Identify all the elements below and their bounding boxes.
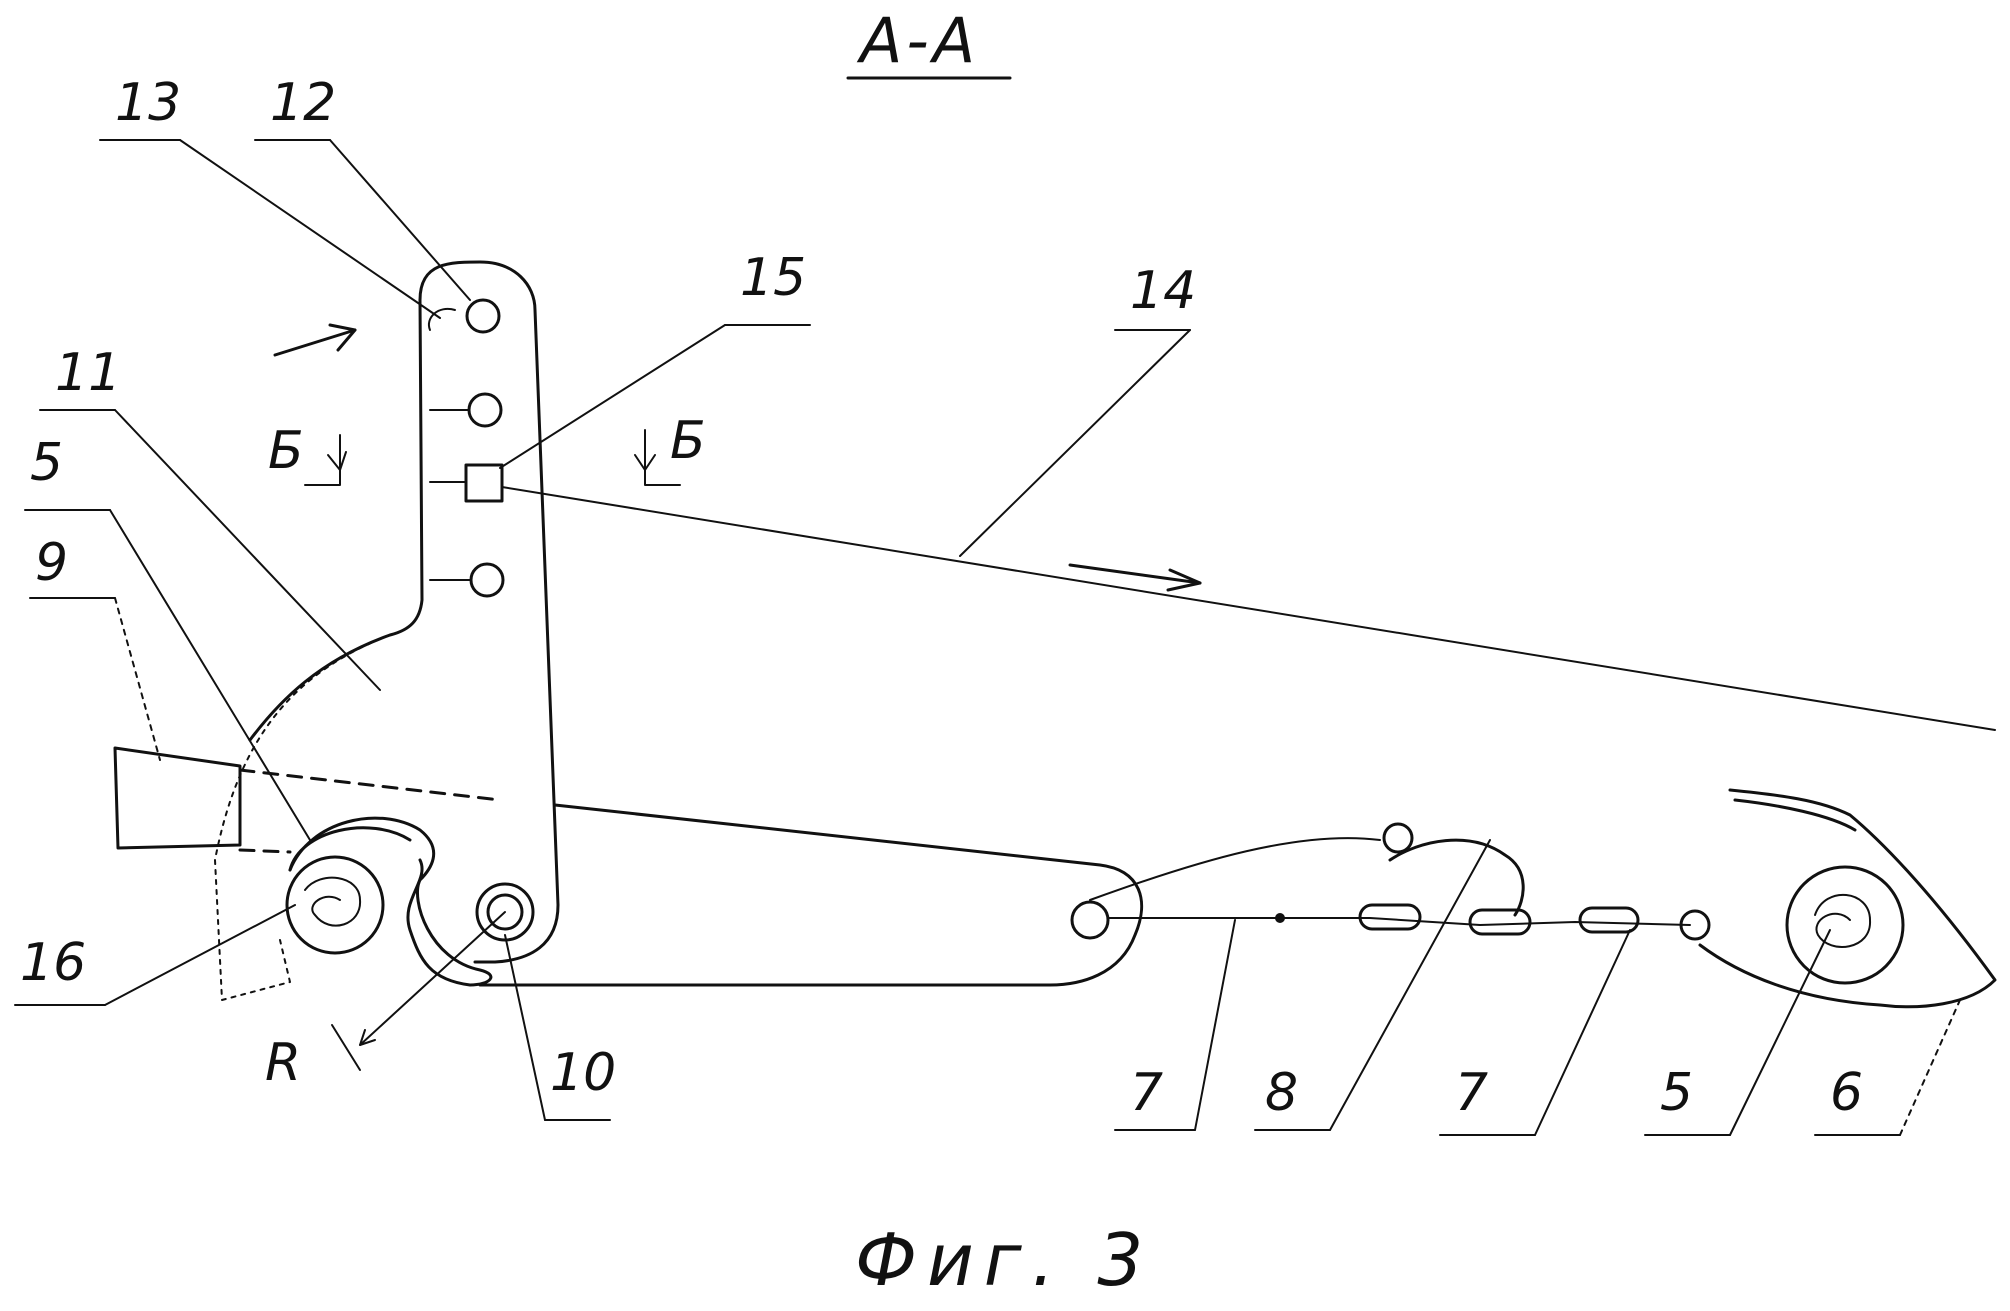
figure-caption: Фиг. 3 [855, 1218, 1153, 1302]
radius-arrow [359, 1029, 376, 1046]
block-9 [113, 746, 242, 850]
dashed-link-lower [238, 848, 292, 854]
spring-hook-8 [1388, 838, 1525, 917]
label-11: 11 [55, 343, 121, 403]
leader-7-right [1534, 929, 1631, 1136]
dashed-link [238, 768, 502, 802]
leader-9 [114, 597, 161, 761]
label-16: 16 [20, 933, 86, 993]
lower-arm [478, 803, 1144, 987]
leader-8 [1329, 839, 1491, 1131]
section-mark-b-left-line [304, 434, 341, 486]
leader-10 [504, 934, 546, 1121]
chain-7 [1107, 917, 1691, 926]
pivot-10-outer [475, 882, 535, 942]
section-mark-b-left: Б [268, 421, 304, 481]
roll-16-core [304, 876, 362, 927]
pin-12 [465, 298, 501, 334]
chain-end-ring [1679, 909, 1711, 941]
label-7-left: 7 [1130, 1063, 1163, 1123]
leader-12 [329, 139, 471, 301]
section-mark-b-right-arrow [634, 454, 656, 471]
label-5-right: 5 [1660, 1063, 1693, 1123]
radius-tick [331, 1024, 361, 1071]
chain-link-1 [1358, 903, 1422, 931]
hook-inner [288, 826, 412, 872]
chain-link-2 [1468, 908, 1532, 936]
hole-lower [469, 562, 505, 598]
cable-upper [1089, 837, 1381, 901]
leader-5-right [1729, 929, 1831, 1136]
section-mark-b-right-line [644, 429, 681, 486]
section-title: A-A [856, 4, 979, 77]
label-14: 14 [1130, 261, 1196, 321]
leader-16 [104, 904, 296, 1006]
label-6: 6 [1830, 1063, 1863, 1123]
label-15: 15 [740, 248, 806, 308]
leader-13 [179, 139, 441, 319]
label-8: 8 [1265, 1063, 1298, 1123]
label-12: 12 [270, 73, 336, 133]
pivot-10-inner [486, 893, 524, 931]
leader-7-left [1194, 919, 1236, 1131]
leader-5-left [109, 509, 311, 841]
label-10: 10 [550, 1043, 616, 1103]
radius-line [359, 911, 506, 1046]
lever-left-edge [248, 298, 424, 742]
motion-arrow-right-head [1166, 568, 1202, 592]
label-r: R [265, 1033, 301, 1093]
slider-15 [464, 463, 504, 503]
label-7-right: 7 [1455, 1063, 1488, 1123]
cover-6-inner [1733, 798, 1857, 832]
cable-eye [1382, 822, 1414, 854]
label-13: 13 [115, 73, 181, 133]
section-mark-b-left-arrow [327, 451, 347, 471]
roll-5-core [1814, 893, 1872, 948]
hole-upper [467, 392, 503, 428]
motion-arrow-left [273, 328, 357, 357]
leader-6 [1899, 999, 1961, 1136]
label-5-left: 5 [30, 433, 63, 493]
motion-arrow-left-head [328, 323, 357, 352]
leader-11 [114, 409, 381, 691]
section-mark-b-right: Б [670, 411, 706, 471]
label-9: 9 [35, 533, 68, 593]
arm-end-pin [1070, 900, 1110, 940]
cover-6 [1698, 788, 1997, 1009]
leader-15 [499, 324, 726, 469]
leader-14 [959, 329, 1191, 557]
hook-element [288, 816, 493, 987]
motion-arrow-right [1068, 563, 1202, 585]
vertical-lever [418, 260, 560, 964]
chain-node [1275, 913, 1285, 923]
roll-5 [1785, 865, 1905, 985]
chain-link-3 [1578, 906, 1640, 934]
rod-14 [501, 486, 1996, 731]
roll-16 [285, 855, 385, 955]
sector-11 [214, 634, 391, 1001]
